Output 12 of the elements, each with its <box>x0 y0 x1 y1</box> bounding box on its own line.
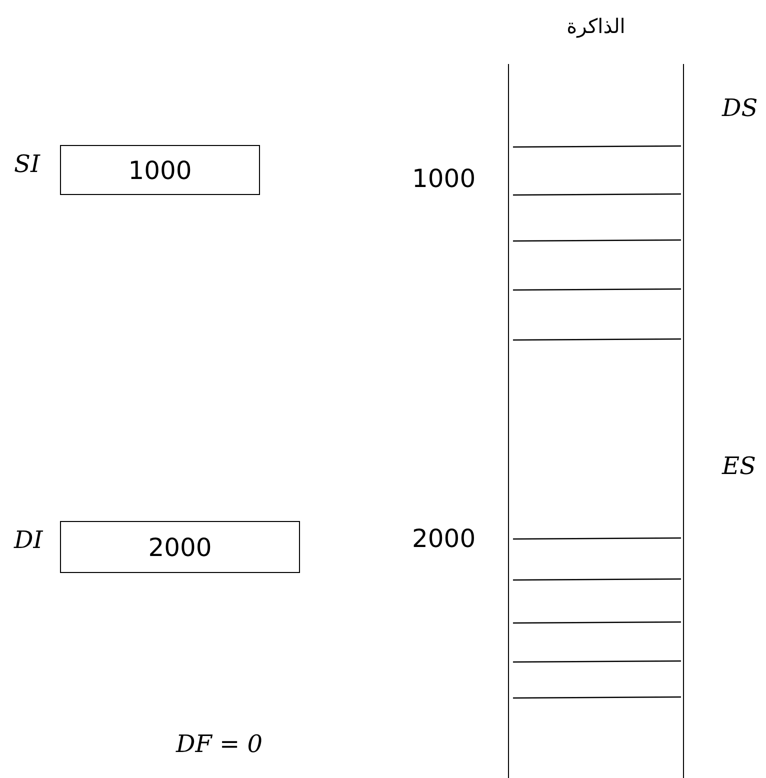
segment-name: DS <box>722 94 758 122</box>
segment-name: ES <box>722 452 756 480</box>
register-box <box>60 521 300 573</box>
memory-address: 2000 <box>412 524 476 553</box>
flag-value: DF = 0 <box>176 730 263 758</box>
register-box <box>60 145 260 195</box>
memory-heading: الذاكرة <box>566 14 626 38</box>
register-value: 2000 <box>148 532 212 562</box>
memory-address: 1000 <box>412 164 476 193</box>
register-value: 1000 <box>128 156 192 184</box>
register-name: SI <box>14 150 40 178</box>
register-name: DI <box>14 526 43 554</box>
